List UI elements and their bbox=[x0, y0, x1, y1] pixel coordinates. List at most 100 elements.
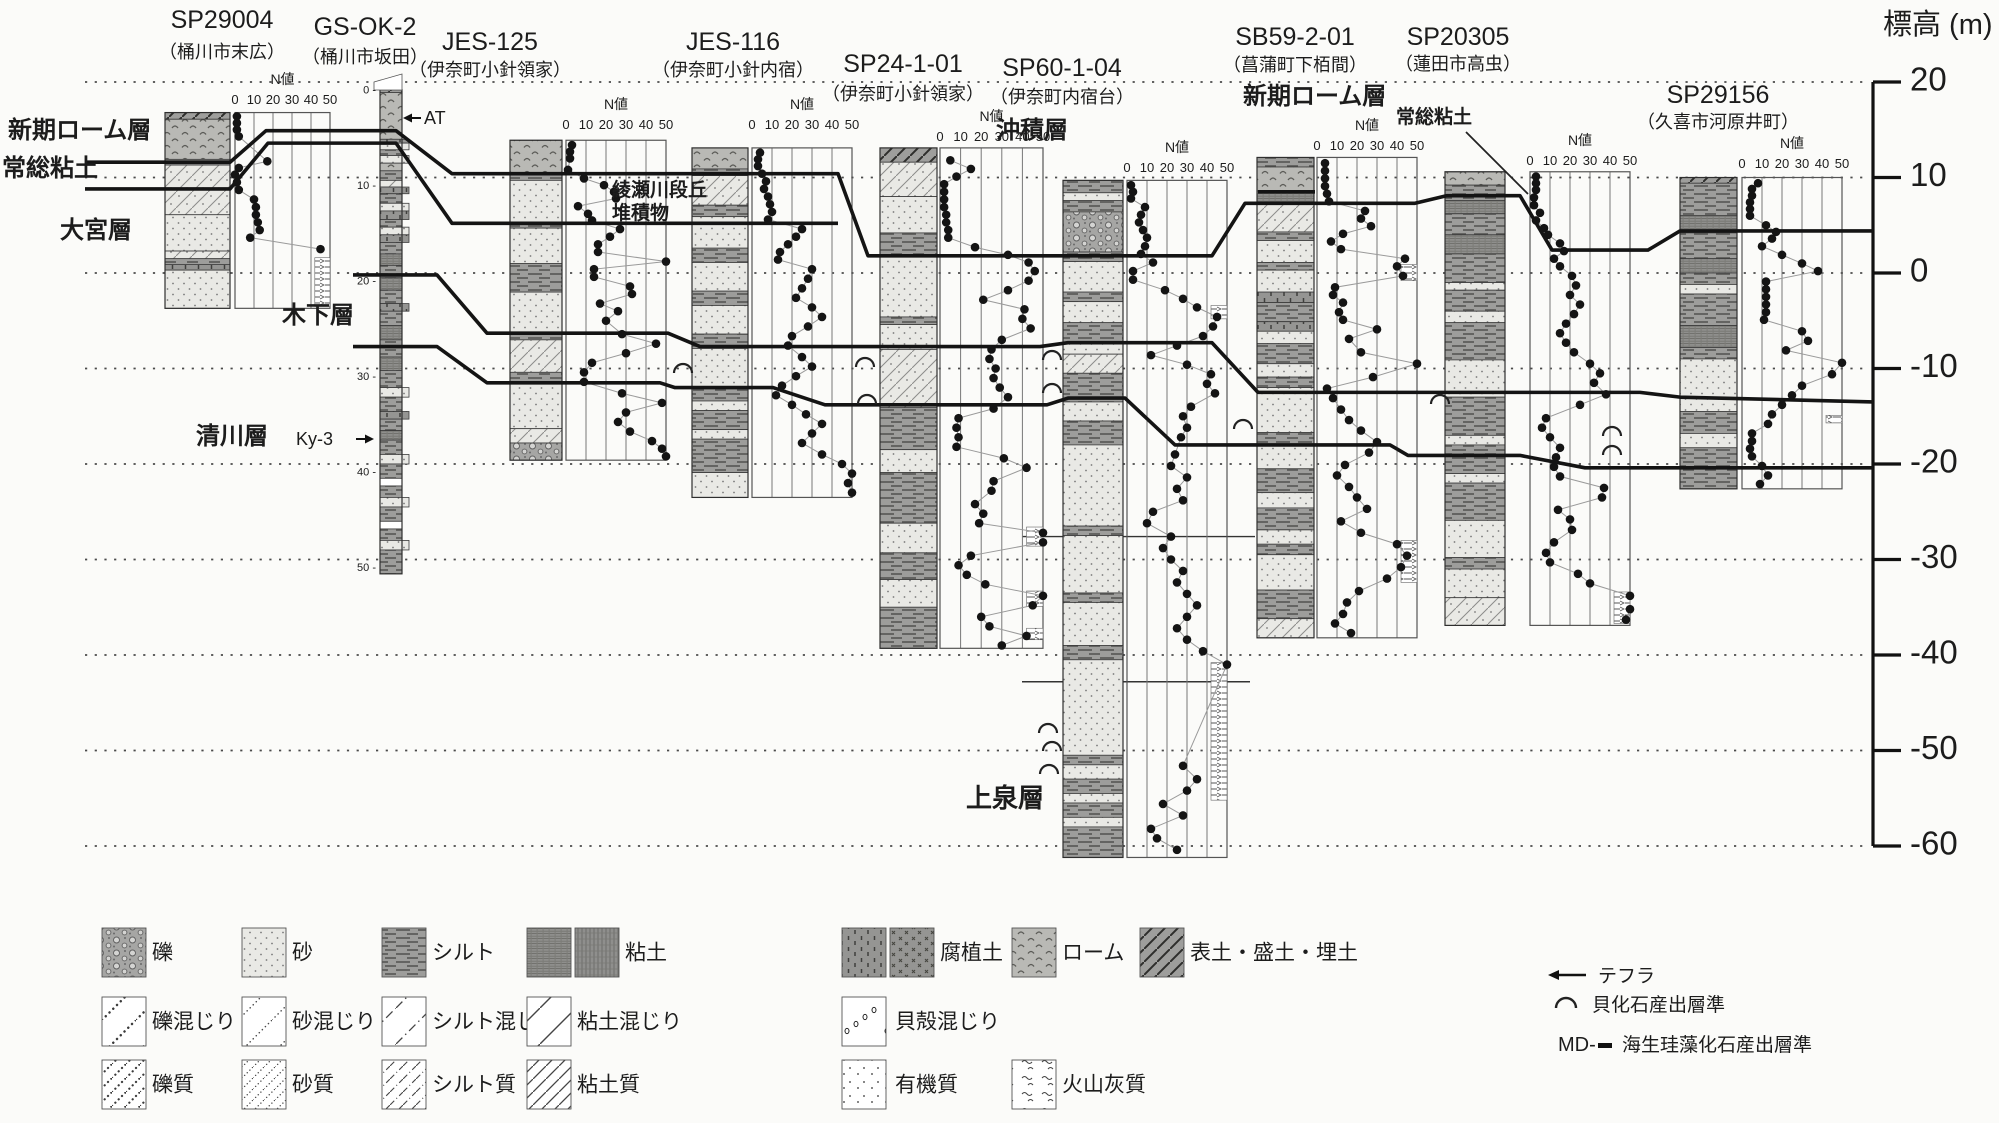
legend-swatch-qs bbox=[241, 1059, 287, 1110]
n-point bbox=[232, 118, 242, 128]
lith-sand bbox=[879, 254, 938, 318]
n-point bbox=[1555, 443, 1565, 453]
n-point bbox=[251, 210, 261, 220]
n-axis-number: 30 bbox=[1583, 153, 1597, 168]
lith-silt bbox=[1256, 157, 1315, 168]
lith-silt bbox=[379, 528, 403, 541]
lith-silt bbox=[879, 552, 938, 580]
axis-tick-label: -60 bbox=[1910, 825, 1958, 862]
n-point bbox=[1545, 558, 1555, 567]
axis-tick-label: 10 bbox=[1910, 156, 1947, 193]
lithology-column bbox=[1444, 171, 1506, 626]
axis-tick-label: -50 bbox=[1910, 729, 1958, 766]
lith-silt bbox=[1256, 543, 1315, 556]
legend-swatch-gravel bbox=[101, 927, 147, 978]
n-axis-number: 50 bbox=[845, 117, 859, 132]
core-surface-cap bbox=[373, 73, 403, 91]
n-point bbox=[1202, 379, 1212, 389]
lith-silt bbox=[379, 149, 403, 156]
lith-silt bbox=[691, 438, 749, 473]
n-plot-frame bbox=[751, 147, 853, 499]
borehole-id: SP29156 bbox=[1667, 81, 1770, 109]
n-point bbox=[251, 202, 261, 212]
n-axis-number: 30 bbox=[285, 92, 299, 107]
legend-item: 礫質 bbox=[101, 1059, 194, 1110]
lith-sandmix bbox=[879, 348, 938, 409]
n-point bbox=[579, 174, 589, 183]
legend-swatch-fill bbox=[1139, 927, 1185, 978]
legend-label: 粘土質 bbox=[577, 1074, 640, 1097]
lith-loam bbox=[509, 139, 563, 175]
lith-silt bbox=[691, 290, 749, 306]
n-point bbox=[843, 478, 853, 488]
legend-marker-shell: 貝化石産出層準 bbox=[1554, 994, 1725, 1016]
borehole-location: （桶川市末広） bbox=[159, 42, 285, 62]
lith-loam bbox=[1444, 171, 1506, 186]
n-point bbox=[797, 224, 807, 234]
n-point bbox=[1018, 314, 1027, 324]
legend-marker-label: 貝化石産出層準 bbox=[1592, 994, 1725, 1016]
lith-silt bbox=[1444, 253, 1506, 283]
lithology-column bbox=[1062, 179, 1124, 859]
n-point bbox=[761, 177, 771, 186]
n-point bbox=[1126, 194, 1136, 203]
n-point bbox=[1767, 410, 1777, 419]
shell-fossil-symbol bbox=[1601, 444, 1623, 456]
n-point bbox=[1026, 324, 1035, 333]
legend-label: 粘土混じり bbox=[577, 1011, 682, 1034]
n-point bbox=[234, 163, 244, 173]
shell-fossil-symbol bbox=[1041, 740, 1063, 752]
n-point bbox=[1330, 283, 1340, 292]
n-point bbox=[1529, 200, 1539, 210]
lith-silt bbox=[379, 219, 403, 228]
n-axis-number: 10 bbox=[579, 117, 593, 132]
formation-label: 上泉層 bbox=[966, 783, 1044, 813]
n-point bbox=[974, 518, 984, 528]
lith-sand bbox=[1256, 240, 1315, 263]
n-point bbox=[651, 339, 661, 348]
n-point bbox=[817, 450, 827, 459]
n-point bbox=[1392, 262, 1402, 271]
n-point bbox=[803, 274, 813, 284]
lith-sand bbox=[1256, 269, 1315, 293]
lith-gravel bbox=[509, 442, 563, 461]
n-point bbox=[1166, 555, 1176, 564]
n-point bbox=[1176, 432, 1186, 442]
n-point bbox=[249, 195, 259, 204]
legend-swatch-qo bbox=[841, 1059, 887, 1110]
legend-label: シルト質 bbox=[432, 1074, 516, 1097]
lith-sand bbox=[509, 291, 563, 333]
lith-sand bbox=[379, 454, 410, 465]
lith-sand bbox=[1062, 816, 1124, 828]
lith-sandmix bbox=[164, 250, 231, 260]
n-point bbox=[232, 125, 242, 135]
n-axis-number: 0 bbox=[562, 117, 569, 132]
n-point bbox=[1182, 423, 1192, 433]
n-axis-number: 40 bbox=[1200, 160, 1214, 175]
n-point bbox=[1160, 285, 1170, 295]
n-point bbox=[759, 184, 769, 194]
n-point bbox=[1571, 281, 1581, 290]
lith-sandmix bbox=[1444, 597, 1506, 626]
n-point bbox=[1356, 426, 1366, 435]
n-point bbox=[615, 224, 625, 234]
n-point bbox=[807, 429, 817, 438]
n-point bbox=[791, 293, 801, 303]
n-point bbox=[803, 322, 813, 331]
n-point bbox=[647, 436, 657, 446]
lith-silt bbox=[1062, 592, 1124, 603]
legend-item: 表土・盛土・埋土 bbox=[1139, 927, 1358, 978]
n-point bbox=[1382, 574, 1392, 583]
formation-label: 新期ローム層 bbox=[1243, 82, 1386, 110]
n-point bbox=[565, 154, 575, 163]
lith-sand bbox=[691, 216, 749, 249]
legend-label: 礫 bbox=[152, 942, 173, 965]
n-point bbox=[1761, 292, 1771, 302]
lith-silt bbox=[1256, 432, 1315, 446]
lith-sandmix bbox=[1062, 353, 1124, 374]
n-point bbox=[1178, 566, 1188, 576]
borehole-id: SP24-1-01 bbox=[843, 50, 963, 78]
lith-sand bbox=[1679, 284, 1738, 295]
legend-item: 腐植土 bbox=[841, 927, 1003, 978]
